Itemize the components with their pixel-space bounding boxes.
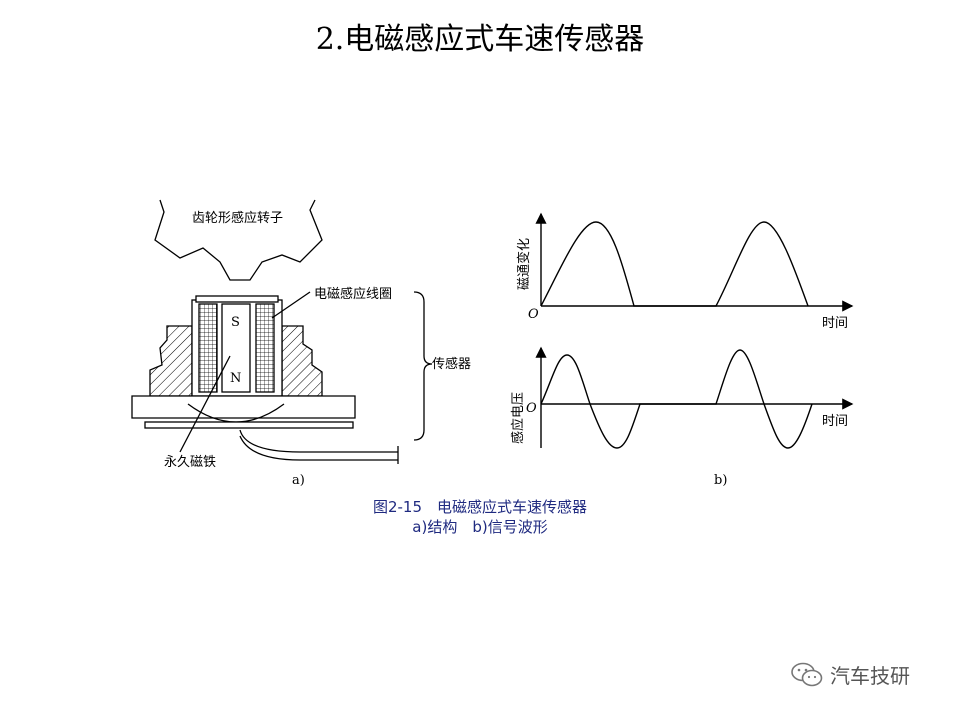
- rotor-label: 齿轮形感应转子: [192, 210, 283, 226]
- watermark: 汽车技研: [790, 660, 910, 689]
- base-plate: [131, 395, 356, 419]
- figure-caption-subtitle: a)结构 b)信号波形: [412, 518, 548, 536]
- top-origin: O: [528, 307, 539, 322]
- bottom-x-label: 时间: [822, 414, 848, 429]
- wechat-icon: [791, 662, 823, 686]
- bottom-y-label: 感应电压: [510, 392, 526, 444]
- sensor-label: 传感器: [432, 356, 471, 372]
- figure-caption-title: 图2-15 电磁感应式车速传感器: [372, 498, 588, 516]
- top-y-label: 磁通变化: [516, 238, 532, 290]
- bottom-origin: O: [526, 401, 537, 416]
- flux-curve: [540, 221, 809, 307]
- pole-n-label: N: [230, 371, 241, 386]
- structure-diagram: [131, 199, 433, 464]
- coil-label: 电磁感应线圈: [314, 286, 392, 302]
- waveform-diagram: [535, 212, 854, 449]
- watermark-text: 汽车技研: [830, 664, 910, 688]
- top-x-label: 时间: [822, 316, 848, 331]
- slide-title: 2.电磁感应式车速传感器: [315, 22, 645, 57]
- permanent-magnet: [221, 303, 251, 393]
- gear-rotor: [154, 199, 323, 281]
- pole-s-label: S: [231, 315, 240, 330]
- coil-left: [198, 303, 218, 393]
- coil-right: [255, 303, 275, 393]
- panel-b-label: b): [714, 473, 727, 488]
- voltage-curve: [540, 349, 813, 449]
- sensor-bracket: [413, 291, 433, 441]
- magnet-label: 永久磁铁: [164, 455, 216, 470]
- panel-a-label: a): [292, 473, 305, 488]
- sensor-cable: [239, 429, 398, 453]
